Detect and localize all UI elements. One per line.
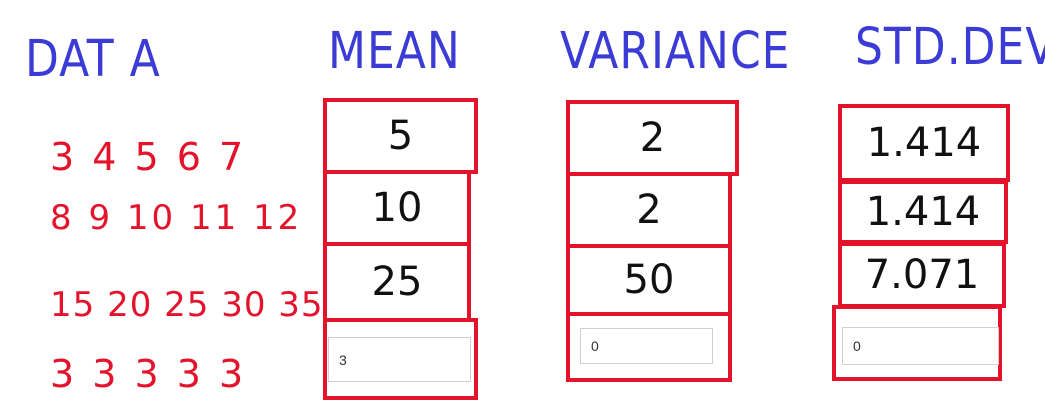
header-variance: VARIANCE xyxy=(560,22,791,81)
mean-value: 25 xyxy=(371,259,423,305)
mean-value: 5 xyxy=(387,113,414,159)
variance-cell-1: 2 xyxy=(566,100,739,176)
mean-cell-4 xyxy=(323,318,478,400)
data-row-2: 8 9 10 11 12 xyxy=(50,198,303,238)
variance-value: 50 xyxy=(623,257,675,303)
header-data: DAT A xyxy=(25,30,161,89)
data-row-1: 3 4 5 6 7 xyxy=(50,135,247,179)
variance-value: 2 xyxy=(639,115,666,161)
mean-cell-3: 25 xyxy=(323,242,471,322)
stddev-cell-1: 1.414 xyxy=(838,104,1010,182)
stddev-input[interactable] xyxy=(842,327,999,365)
data-row-4: 3 3 3 3 3 xyxy=(50,352,247,396)
variance-value: 2 xyxy=(636,187,662,233)
variance-cell-4 xyxy=(566,312,732,382)
stddev-cell-4 xyxy=(832,305,1002,381)
header-std-dev: STD.DEV xyxy=(855,18,1045,77)
stddev-value: 1.414 xyxy=(865,189,981,235)
data-row-3: 15 20 25 30 35 xyxy=(50,285,324,325)
variance-cell-2: 2 xyxy=(566,172,732,248)
variance-cell-3: 50 xyxy=(566,244,732,316)
stddev-value: 7.071 xyxy=(864,252,980,298)
mean-value: 10 xyxy=(371,185,423,231)
mean-cell-1: 5 xyxy=(323,98,478,174)
header-mean: MEAN xyxy=(328,22,461,81)
variance-input[interactable] xyxy=(580,328,713,364)
mean-cell-2: 10 xyxy=(323,170,471,246)
mean-input[interactable] xyxy=(328,337,471,382)
stddev-cell-3: 7.071 xyxy=(838,242,1006,308)
stddev-value: 1.414 xyxy=(866,120,982,166)
stddev-cell-2: 1.414 xyxy=(838,180,1008,244)
